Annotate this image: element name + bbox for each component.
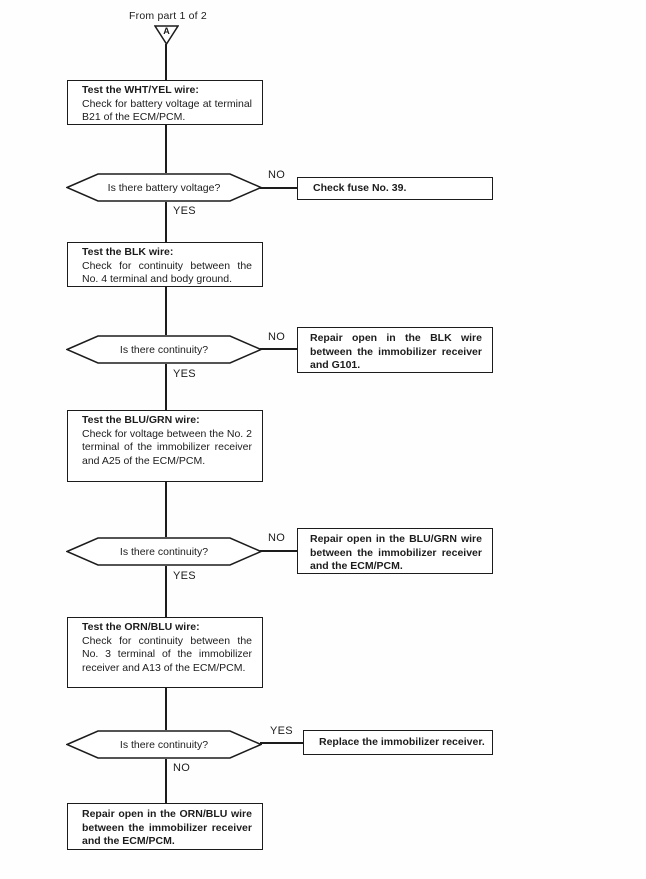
branch-line-1 (260, 187, 298, 189)
decision-hexagon-shape (66, 537, 262, 566)
decision-question: Is there continuity? (119, 545, 209, 558)
branch-label-no-3: NO (268, 532, 286, 544)
decision-continuity-orn-blu: Is there continuity? (66, 730, 262, 759)
flow-line-v6 (165, 482, 167, 537)
connector-a: A (154, 25, 179, 45)
process-box-title: Test the BLU/GRN wire: (82, 414, 200, 426)
process-box-body: Check for continuity between the No. 3 t… (82, 634, 252, 674)
final-box-repair-orn-blu: Repair open in the ORN/BLU wire between … (67, 803, 263, 850)
final-box-text: Repair open in the ORN/BLU wire between … (82, 808, 252, 847)
process-box-test-blu-grn: Test the BLU/GRN wire: Check for voltage… (67, 410, 263, 482)
triangle-down-icon (154, 25, 179, 45)
branch-line-3 (260, 550, 298, 552)
process-box-title: Test the WHT/YEL wire: (82, 84, 199, 96)
continue-label-no-4: NO (173, 762, 191, 774)
decision-hexagon-shape (66, 335, 262, 364)
action-box-text: Replace the immobilizer receiver. (319, 735, 485, 748)
branch-label-no-1: NO (268, 169, 286, 181)
from-part-label: From part 1 of 2 (129, 10, 207, 22)
continue-label-yes-1: YES (173, 205, 196, 217)
decision-battery-voltage: Is there battery voltage? (66, 173, 262, 202)
continue-label-yes-3: YES (173, 570, 196, 582)
branch-line-4 (260, 742, 304, 744)
action-box-replace-receiver: Replace the immobilizer receiver. (303, 730, 493, 755)
flow-line-v7 (165, 566, 167, 617)
action-box-text: Repair open in the BLU/GRN wire between … (310, 533, 482, 572)
process-box-body: Check for battery voltage at terminal B2… (82, 97, 252, 124)
decision-question: Is there continuity? (119, 738, 209, 751)
process-box-title: Test the BLK wire: (82, 246, 174, 258)
flow-line-v2 (165, 125, 167, 173)
decision-question: Is there continuity? (119, 343, 209, 356)
action-box-text: Check fuse No. 39. (313, 181, 407, 194)
flow-line-v5 (165, 364, 167, 410)
branch-label-yes-4: YES (270, 725, 293, 737)
action-box-text: Repair open in the BLK wire between the … (310, 332, 482, 371)
process-box-test-wht-yel: Test the WHT/YEL wire: Check for battery… (67, 80, 263, 125)
continue-label-yes-2: YES (173, 368, 196, 380)
decision-hexagon-shape (66, 173, 262, 202)
process-box-body: Check for continuity between the No. 4 t… (82, 259, 252, 286)
decision-continuity-blk: Is there continuity? (66, 335, 262, 364)
flow-line-v3 (165, 202, 167, 242)
action-box-repair-blk: Repair open in the BLK wire between the … (297, 327, 493, 373)
branch-label-no-2: NO (268, 331, 286, 343)
process-box-test-orn-blu: Test the ORN/BLU wire: Check for continu… (67, 617, 263, 688)
branch-line-2 (260, 348, 298, 350)
connector-a-letter: A (163, 26, 170, 36)
action-box-check-fuse: Check fuse No. 39. (297, 177, 493, 200)
flow-line-v9 (165, 759, 167, 803)
process-box-body: Check for voltage between the No. 2 term… (82, 427, 252, 467)
flow-line-v4 (165, 287, 167, 335)
decision-continuity-blu-grn: Is there continuity? (66, 537, 262, 566)
process-box-title: Test the ORN/BLU wire: (82, 621, 200, 633)
flow-line-v8 (165, 688, 167, 730)
action-box-repair-blu-grn: Repair open in the BLU/GRN wire between … (297, 528, 493, 574)
flow-line-v1 (165, 44, 167, 80)
decision-question: Is there battery voltage? (107, 181, 221, 194)
process-box-test-blk: Test the BLK wire: Check for continuity … (67, 242, 263, 287)
decision-hexagon-shape (66, 730, 262, 759)
